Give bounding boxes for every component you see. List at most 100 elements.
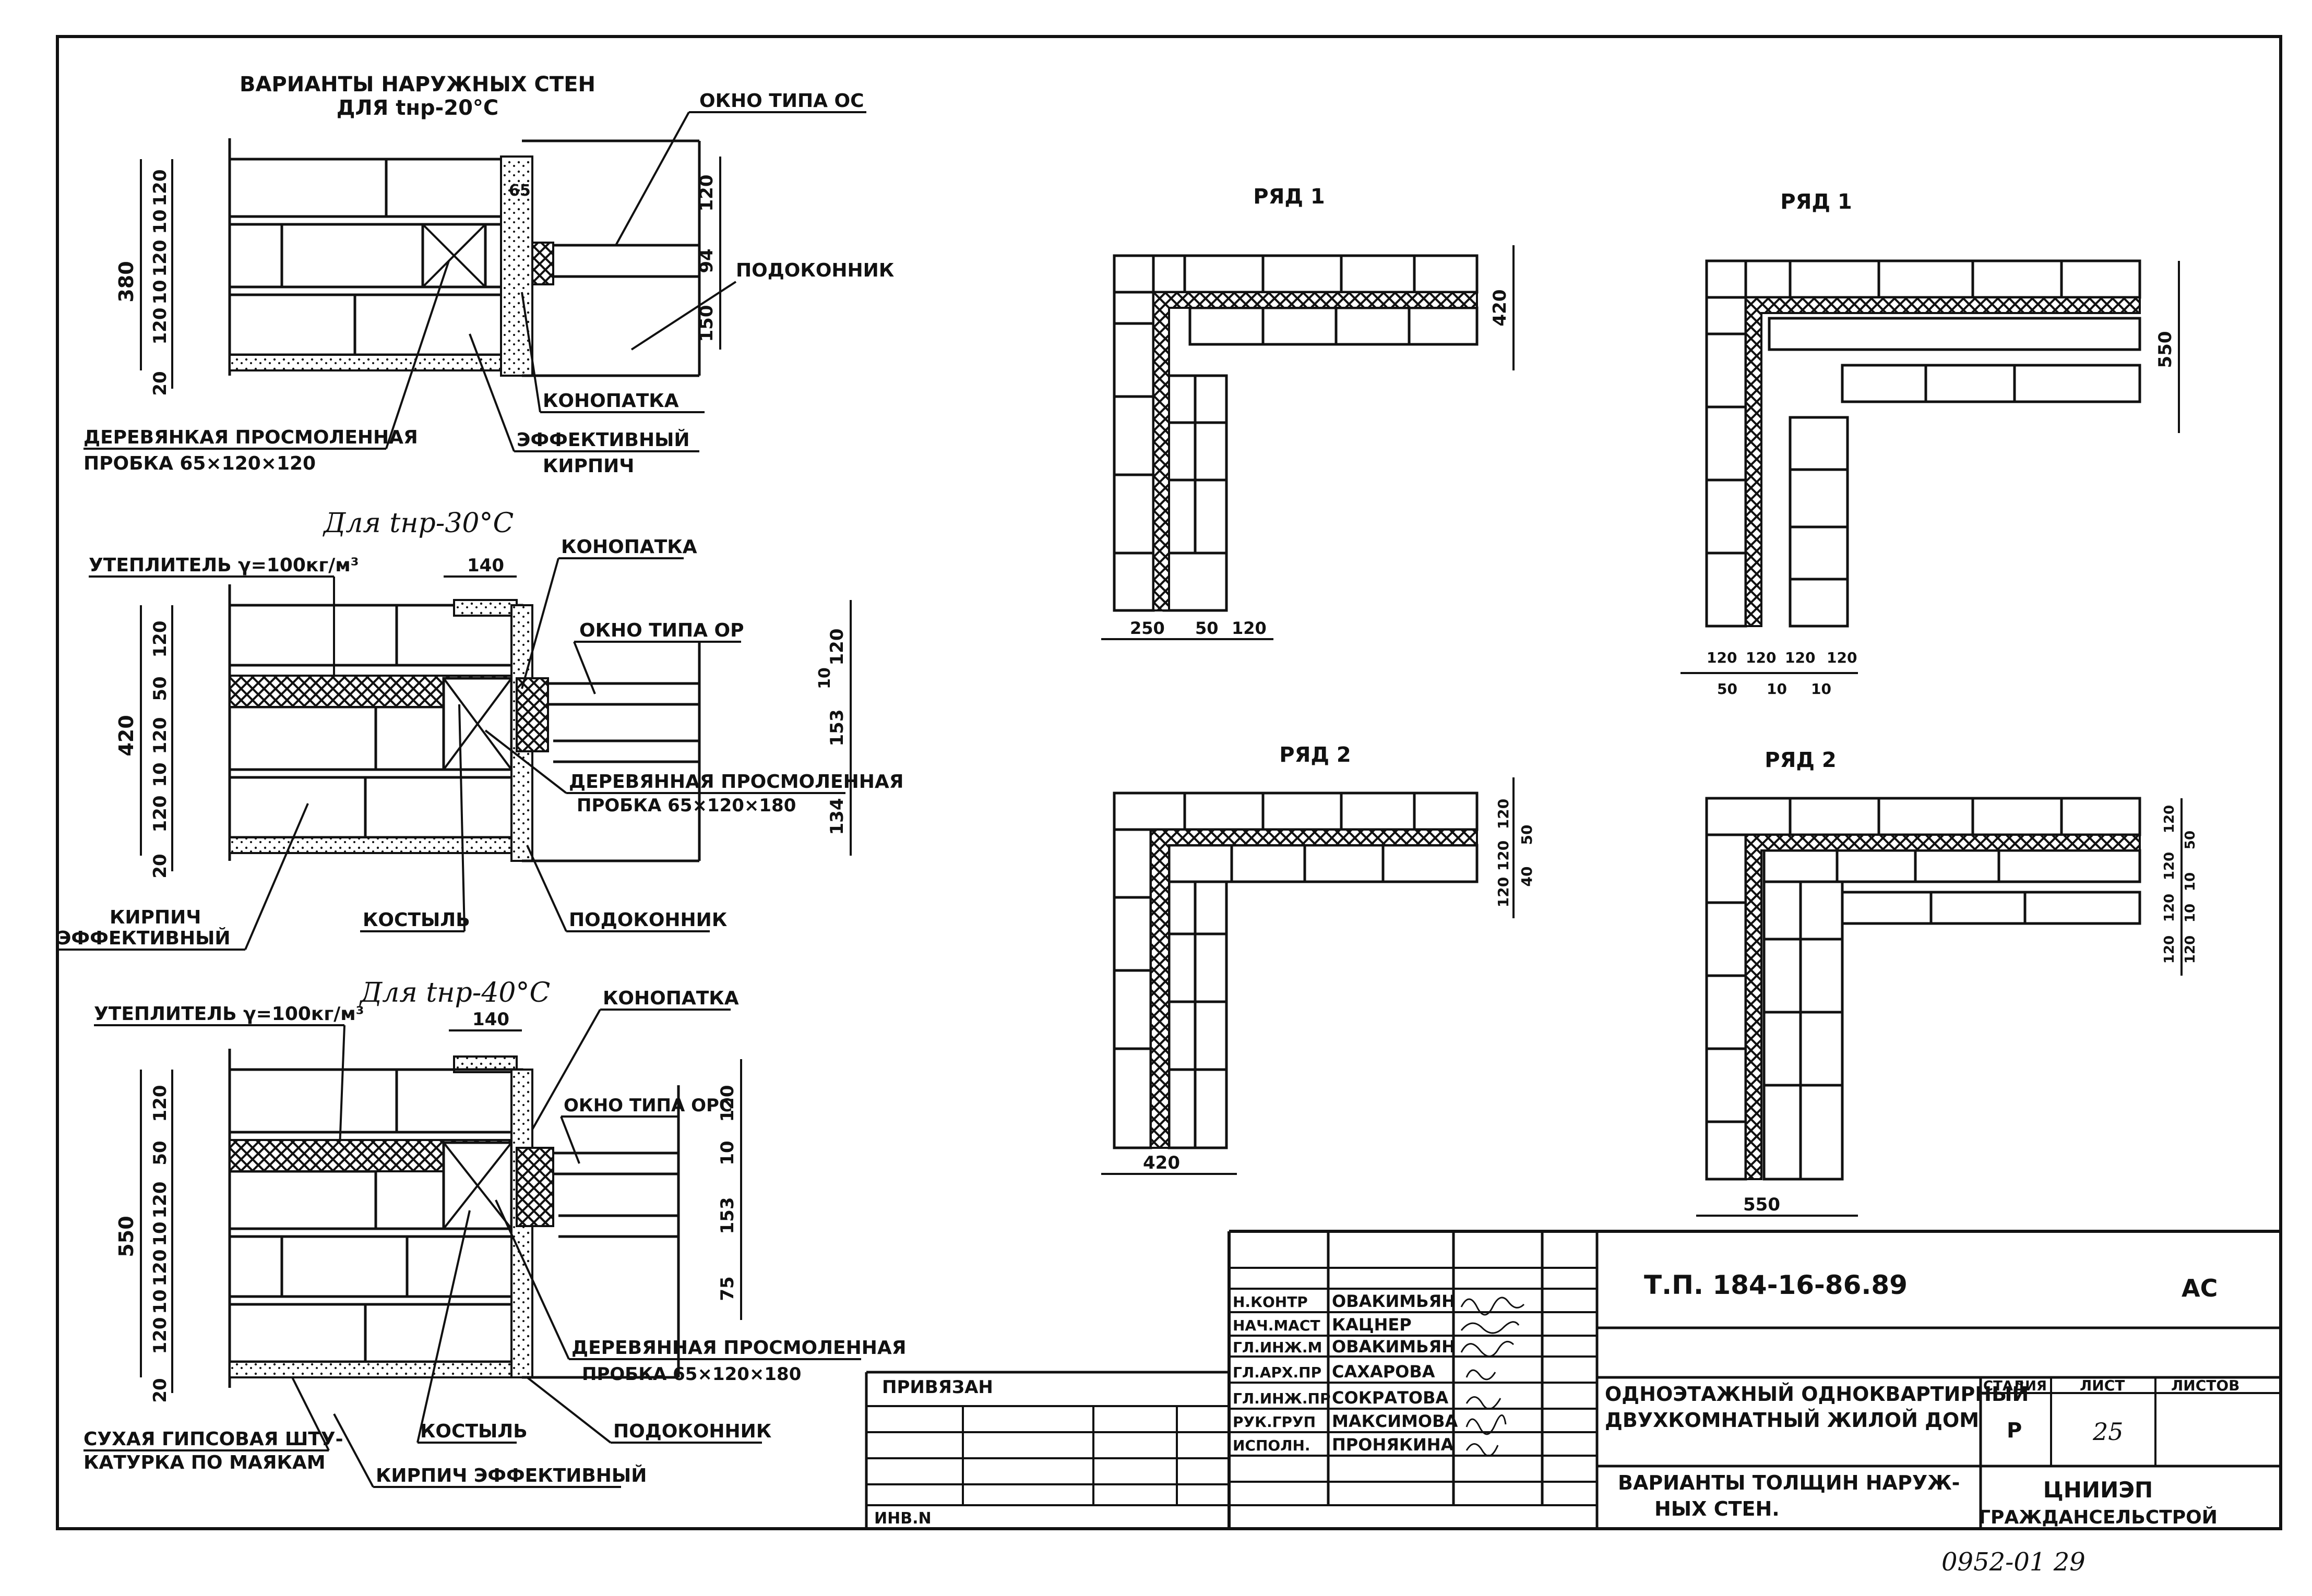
svg-text:ОВАКИМЬЯН: ОВАКИМЬЯН	[1332, 1337, 1456, 1357]
svg-text:10: 10	[717, 1141, 738, 1165]
svg-text:65: 65	[509, 182, 531, 200]
org-name-2: ГРАЖДАНСЕЛЬСТРОЙ	[1979, 1506, 2218, 1528]
svg-text:КИРПИЧ: КИРПИЧ	[110, 907, 201, 928]
svg-text:153: 153	[827, 710, 848, 747]
svg-text:ДЕРЕВЯННАЯ ПРОСМОЛЕННАЯ: ДЕРЕВЯННАЯ ПРОСМОЛЕННАЯ	[569, 771, 903, 793]
svg-text:КОНОПАТКА: КОНОПАТКА	[603, 988, 739, 1009]
svg-text:ЛИСТ: ЛИСТ	[2080, 1377, 2125, 1394]
svg-text:50: 50	[2183, 831, 2198, 849]
svg-text:420: 420	[115, 715, 138, 756]
svg-text:550: 550	[2155, 331, 2176, 368]
svg-text:ДЕРЕВЯНКАЯ ПРОСМОЛЕННАЯ: ДЕРЕВЯНКАЯ ПРОСМОЛЕННАЯ	[84, 427, 418, 448]
svg-text:120: 120	[150, 1317, 171, 1354]
project-name-2: ДВУХКОМНАТНЫЙ ЖИЛОЙ ДОМ	[1605, 1409, 1979, 1432]
svg-text:120: 120	[1827, 649, 1857, 666]
doc-code: Т.П. 184-16-86.89	[1644, 1270, 1908, 1300]
svg-text:50: 50	[150, 676, 171, 701]
list-value: 25	[2092, 1418, 2124, 1446]
svg-text:РЯД 1: РЯД 1	[1253, 185, 1325, 209]
svg-text:10: 10	[2183, 904, 2198, 922]
svg-text:ПОДОКОННИК: ПОДОКОННИК	[569, 909, 727, 931]
section-2-wall-30: Для tнр-30°С УТЕПЛИТЕЛЬ γ=100кг/м³	[57, 508, 903, 951]
svg-text:ИСПОЛН.: ИСПОЛН.	[1233, 1437, 1310, 1454]
svg-text:10: 10	[150, 762, 171, 787]
svg-text:ПОДОКОННИК: ПОДОКОННИК	[613, 1421, 771, 1442]
svg-text:10: 10	[2183, 872, 2198, 891]
svg-text:КОНОПАТКА: КОНОПАТКА	[543, 390, 679, 412]
svg-text:94: 94	[696, 248, 717, 273]
svg-text:10: 10	[150, 280, 171, 304]
svg-text:120: 120	[1495, 841, 1512, 871]
stadia-value: Р	[2007, 1419, 2022, 1443]
svg-text:СОКРАТОВА: СОКРАТОВА	[1332, 1388, 1448, 1408]
svg-text:120: 120	[150, 1250, 171, 1287]
svg-text:140: 140	[467, 555, 504, 576]
svg-text:ЛИСТОВ: ЛИСТОВ	[2171, 1377, 2239, 1394]
svg-text:СТАДИЯ: СТАДИЯ	[1983, 1378, 2047, 1394]
svg-text:153: 153	[717, 1197, 738, 1234]
svg-text:ПРОБКА 65×120×120: ПРОБКА 65×120×120	[84, 453, 316, 474]
svg-text:ДЕРЕВЯННАЯ ПРОСМОЛЕННАЯ: ДЕРЕВЯННАЯ ПРОСМОЛЕННАЯ	[571, 1337, 906, 1359]
svg-text:РУК.ГРУП: РУК.ГРУП	[1233, 1413, 1316, 1431]
plan-row2-550: РЯД 2 120 120 120 50 10 10 120 120	[1696, 748, 2198, 1217]
svg-text:КИРПИЧ: КИРПИЧ	[543, 455, 634, 477]
svg-text:120: 120	[150, 621, 171, 658]
svg-text:КАЦНЕР: КАЦНЕР	[1332, 1315, 1412, 1335]
svg-text:50: 50	[150, 1141, 171, 1165]
svg-text:МАКСИМОВА: МАКСИМОВА	[1332, 1411, 1458, 1431]
svg-text:120: 120	[150, 308, 171, 345]
svg-text:40: 40	[1518, 867, 1535, 887]
svg-text:10: 10	[150, 1289, 171, 1314]
svg-text:50: 50	[1518, 825, 1535, 845]
svg-text:120: 120	[2162, 894, 2177, 922]
svg-text:КОНОПАТКА: КОНОПАТКА	[561, 536, 697, 558]
svg-text:120: 120	[2162, 935, 2177, 964]
svg-text:10: 10	[150, 1221, 171, 1246]
project-name-1: ОДНОЭТАЖНЫЙ ОДНОКВАРТИРНЫЙ	[1605, 1383, 2029, 1406]
svg-text:120: 120	[150, 240, 171, 277]
svg-text:20: 20	[150, 1378, 171, 1402]
sheet-title-2: НЫХ СТЕН.	[1654, 1497, 1780, 1520]
svg-text:КАТУРКА ПО МАЯКАМ: КАТУРКА ПО МАЯКАМ	[84, 1452, 326, 1473]
svg-text:ПРОБКА 65×120×180: ПРОБКА 65×120×180	[577, 795, 796, 816]
svg-text:20: 20	[150, 854, 171, 878]
svg-text:50: 50	[1195, 618, 1219, 638]
svg-text:550: 550	[115, 1216, 138, 1257]
org-name-1: ЦНИИЭП	[2043, 1477, 2153, 1503]
svg-text:120: 120	[1707, 649, 1737, 666]
svg-text:Для tнр-30°С: Для tнр-30°С	[323, 508, 514, 539]
section-3-wall-40: Для tнр-40°С УТЕПЛИТЕЛЬ γ=100кг/м³ КОНОП…	[84, 977, 906, 1488]
svg-text:УТЕПЛИТЕЛЬ γ=100кг/м³: УТЕПЛИТЕЛЬ γ=100кг/м³	[89, 555, 359, 576]
svg-text:120: 120	[2162, 805, 2177, 833]
svg-text:380: 380	[115, 261, 138, 302]
signatures	[1460, 1297, 1525, 1457]
svg-text:ЭФФЕКТИВНЫЙ: ЭФФЕКТИВНЫЙ	[57, 927, 231, 949]
svg-text:ПРОБКА 65×120×180: ПРОБКА 65×120×180	[582, 1364, 801, 1385]
svg-text:10: 10	[150, 209, 171, 234]
section-1-wall-20: ВАРИАНТЫ НАРУЖНЫХ СТЕН ДЛЯ tнр-20°С	[84, 73, 894, 477]
svg-text:120: 120	[2183, 935, 2198, 964]
svg-text:РЯД 2: РЯД 2	[1279, 743, 1351, 767]
sheet-title-1: ВАРИАНТЫ ТОЛЩИН НАРУЖ-	[1618, 1471, 1960, 1494]
title-block	[865, 1230, 2281, 1529]
svg-text:НАЧ.МАСТ: НАЧ.МАСТ	[1233, 1317, 1320, 1334]
doc-mark: АС	[2182, 1274, 2218, 1302]
svg-text:20: 20	[150, 371, 171, 395]
svg-text:Н.КОНТР: Н.КОНТР	[1233, 1293, 1308, 1311]
svg-text:САХАРОВА: САХАРОВА	[1332, 1362, 1435, 1382]
svg-text:120: 120	[696, 175, 717, 212]
title-main: ВАРИАНТЫ НАРУЖНЫХ СТЕН	[240, 73, 595, 97]
svg-text:420: 420	[1143, 1153, 1180, 1173]
svg-text:120: 120	[1495, 799, 1512, 829]
svg-text:120: 120	[150, 1182, 171, 1219]
plan-row1-550: РЯД 1 550 120 120 120 120 50 10 10	[1681, 190, 2180, 698]
svg-text:ПОДОКОННИК: ПОДОКОННИК	[736, 260, 894, 281]
svg-text:140: 140	[472, 1009, 509, 1030]
svg-text:50: 50	[1717, 680, 1737, 698]
svg-text:КИРПИЧ ЭФФЕКТИВНЫЙ: КИРПИЧ ЭФФЕКТИВНЫЙ	[376, 1465, 647, 1486]
svg-text:10: 10	[1811, 680, 1831, 698]
svg-text:РЯД 1: РЯД 1	[1780, 190, 1852, 214]
svg-text:120: 120	[2162, 852, 2177, 880]
svg-text:ЭФФЕКТИВНЫЙ: ЭФФЕКТИВНЫЙ	[517, 429, 690, 451]
